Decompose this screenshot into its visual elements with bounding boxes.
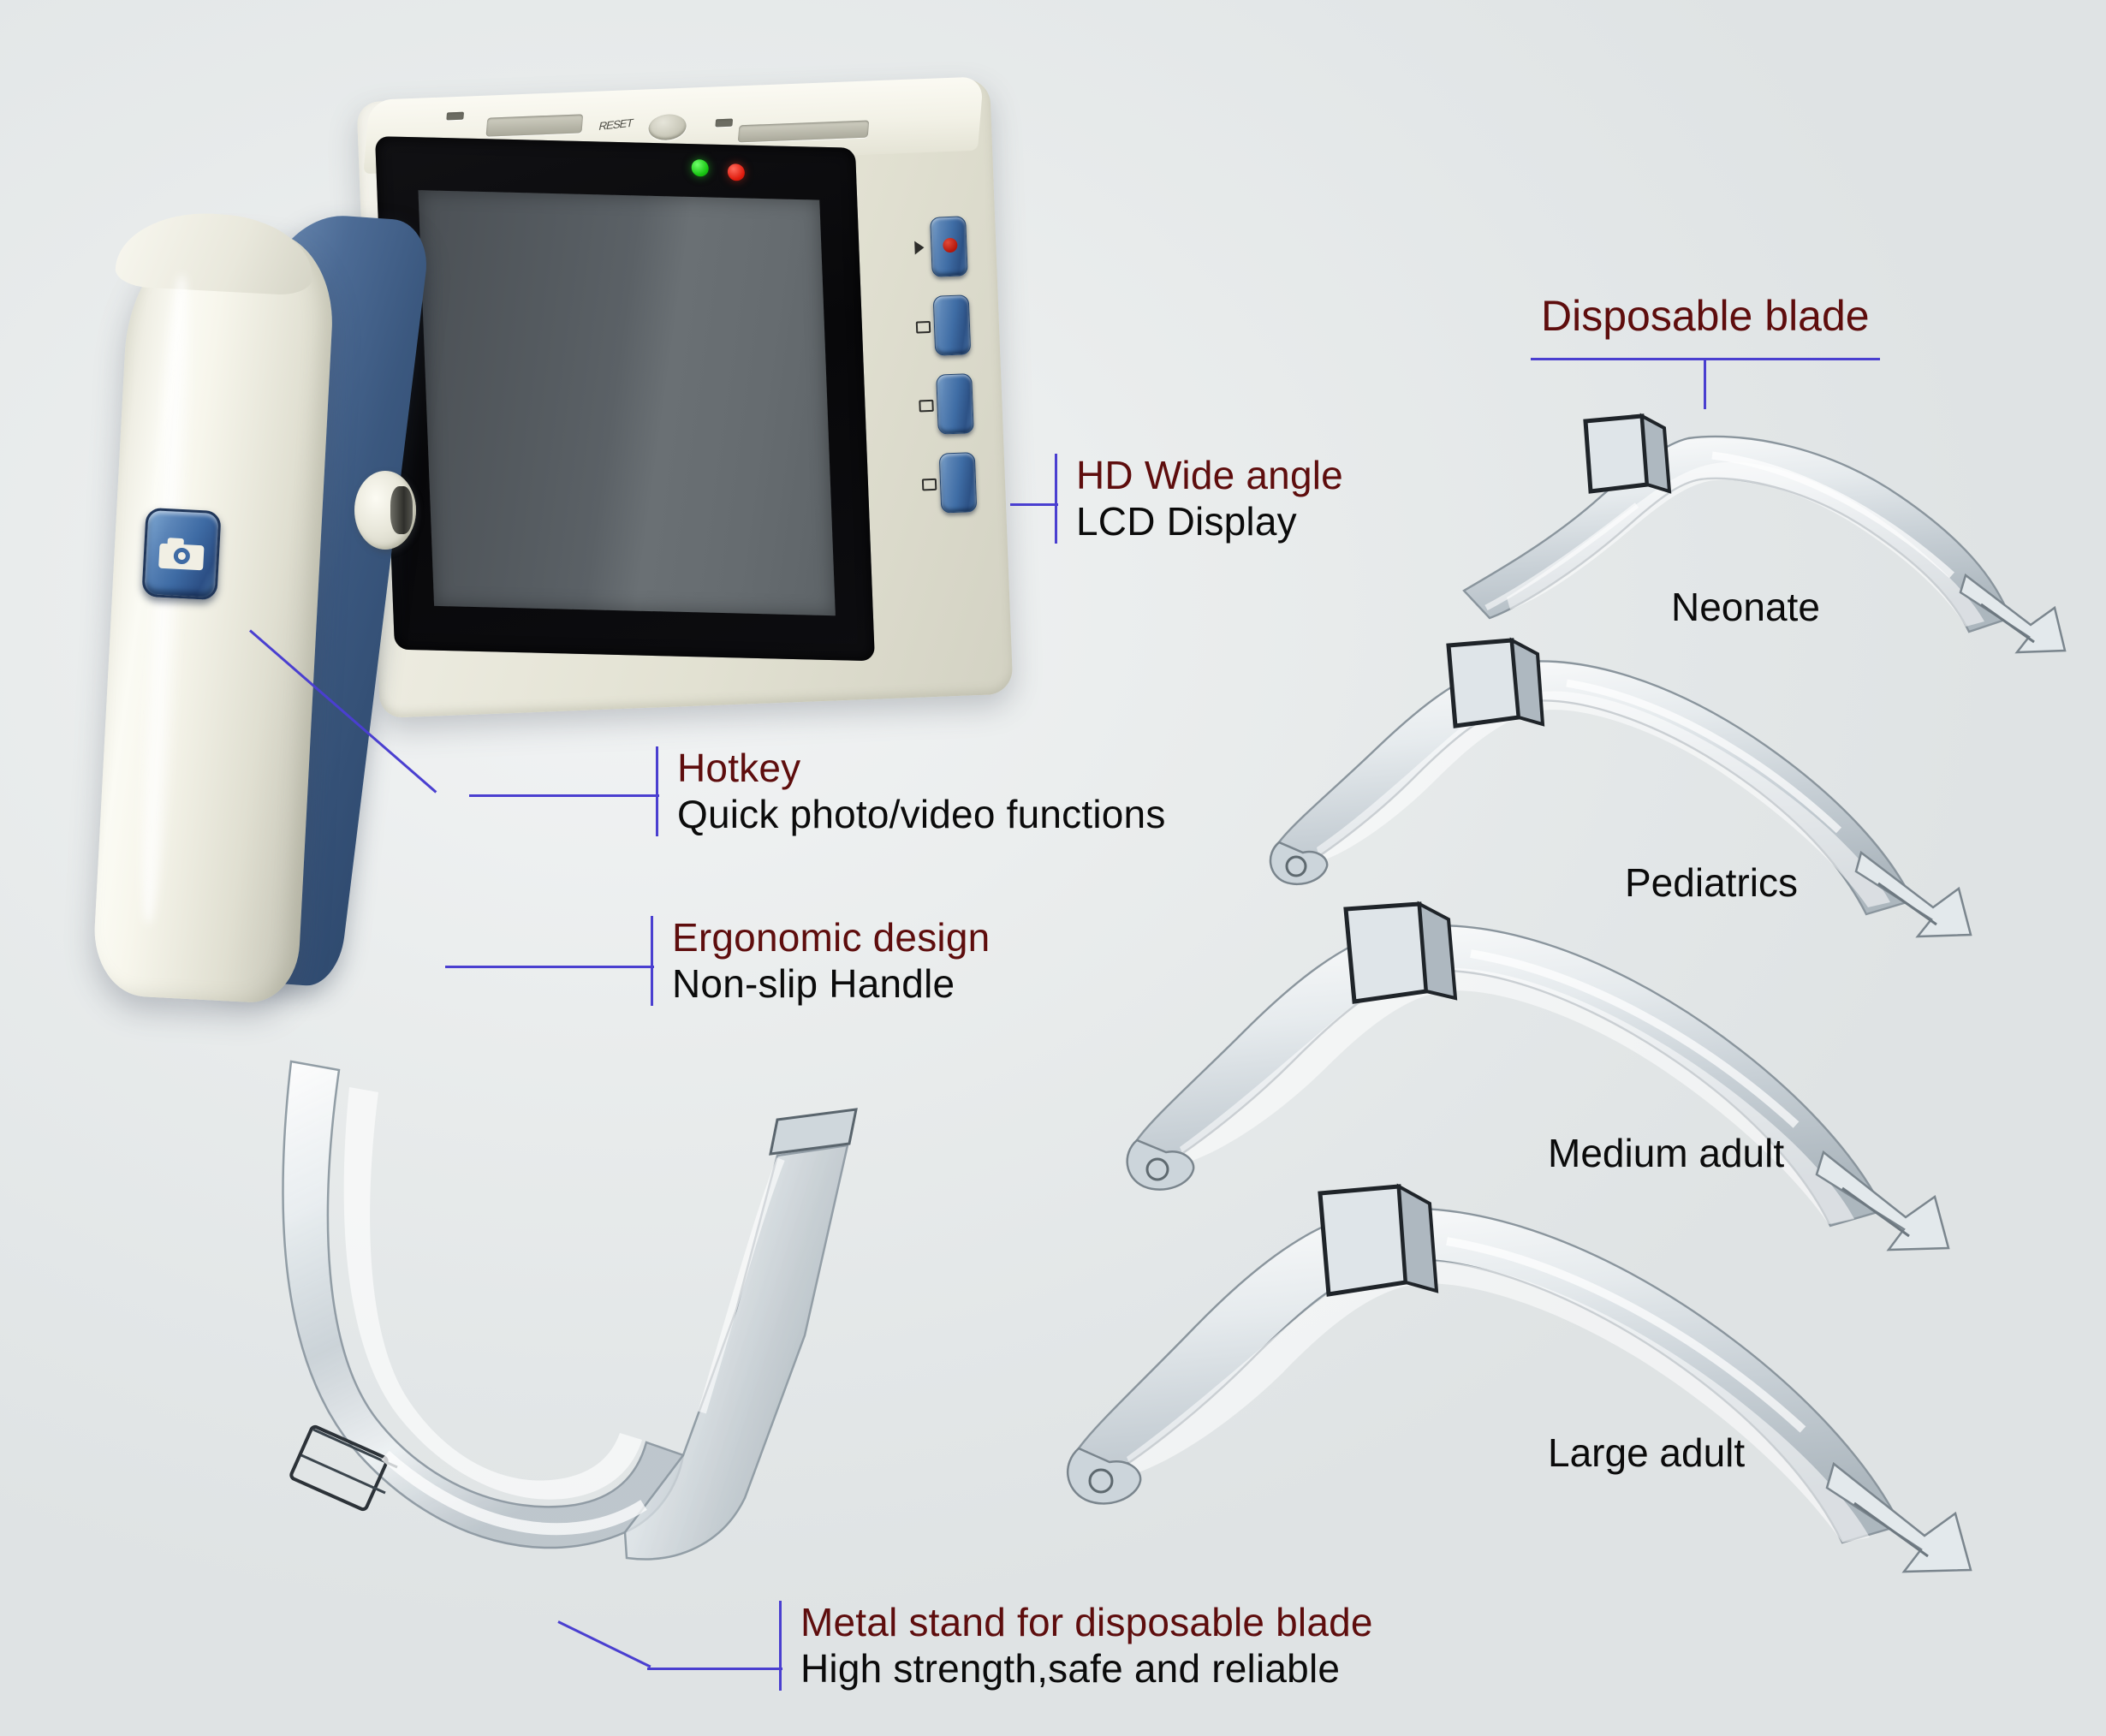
disposable-blade-heading: Disposable blade (1531, 291, 1880, 409)
leader-line-hotkey-h (469, 794, 659, 797)
screen-bezel (374, 136, 875, 662)
blade-section-title: Disposable blade (1541, 292, 1870, 340)
blade-channel (1318, 1184, 1408, 1297)
playback-icon (915, 320, 931, 334)
lcd-screen[interactable] (418, 190, 836, 616)
micro-usb-port (446, 111, 465, 121)
metal-stand-channel (289, 1424, 389, 1512)
callout-subtitle: LCD Display (1076, 499, 1297, 544)
callout-title: Hotkey (677, 746, 801, 790)
callout-bar (651, 916, 653, 1006)
blade-highlight (1127, 1261, 1870, 1543)
blade-highlight (1180, 968, 1854, 1224)
gallery-button[interactable] (921, 452, 978, 514)
callout-bar (779, 1601, 782, 1691)
monitor-assembly: RESET (356, 76, 1014, 718)
blade-channel (1446, 638, 1521, 728)
blade-heel (1067, 1447, 1142, 1505)
blade-medium-adult (1121, 899, 1995, 1258)
blade-inner-highlight (343, 1087, 642, 1500)
leader-line-ergonomic (445, 966, 654, 968)
reset-label: RESET (598, 116, 634, 134)
photo-button[interactable] (919, 373, 974, 435)
camera-icon (919, 399, 934, 413)
vent-slot (737, 120, 870, 143)
blade-neonate (1455, 394, 2106, 668)
hotkey-button[interactable] (141, 507, 222, 601)
callout-hd-display: HD Wide angle LCD Display (1055, 452, 1343, 545)
blade-label-large-adult: Large adult (1548, 1430, 1746, 1475)
blade-connector (1825, 1461, 1972, 1573)
blade-channel (1343, 901, 1429, 1004)
heading-stem (1704, 358, 1706, 409)
attached-disposable-blade (257, 1053, 1010, 1652)
callout-subtitle: Non-slip Handle (672, 961, 955, 1007)
callout-metal-stand: Metal stand for disposable blade High st… (779, 1599, 1373, 1692)
leader-line-hd (1010, 503, 1058, 506)
play-triangle-icon (914, 241, 925, 255)
camera-icon (158, 538, 205, 571)
handle-assembly (91, 209, 432, 1010)
power-led-green (691, 159, 710, 177)
blade-label-neonate: Neonate (1671, 585, 1820, 629)
blade-channel (1583, 413, 1650, 494)
callout-subtitle: High strength,safe and reliable (800, 1646, 1341, 1691)
record-icon (943, 237, 958, 253)
callout-title: Ergonomic design (672, 915, 991, 960)
blade-heel (1126, 1139, 1195, 1191)
side-button-rail (914, 216, 988, 526)
blade-connector (1959, 573, 2067, 654)
blade-highlight (1507, 461, 1984, 627)
hdmi-port (485, 114, 584, 137)
callout-bar (656, 746, 658, 836)
blade-body (1077, 1207, 1902, 1544)
folder-icon (921, 478, 937, 491)
blade-highlight (1317, 691, 1890, 907)
blade-connector (1854, 850, 1972, 938)
power-button[interactable] (647, 113, 687, 141)
blade-connector (1815, 1150, 1950, 1251)
sd-card-slot (715, 118, 734, 128)
handle-top-cap (114, 209, 316, 296)
blade-pediatrics (1267, 633, 2020, 942)
blade-label-pediatrics: Pediatrics (1625, 860, 1798, 905)
leader-line-metal-h (647, 1668, 782, 1670)
handle-grip (91, 224, 337, 1005)
blade-flange (623, 1144, 849, 1561)
record-button[interactable] (914, 216, 968, 277)
callout-ergonomic: Ergonomic design Non-slip Handle (651, 914, 990, 1008)
callout-title: HD Wide angle (1076, 453, 1343, 497)
callout-hotkey: Hotkey Quick photo/video functions (656, 745, 1166, 838)
callout-bar (1055, 454, 1057, 544)
blade-large-adult (1062, 1181, 2020, 1584)
blade-label-medium-adult: Medium adult (1548, 1131, 1785, 1175)
callout-subtitle: Quick photo/video functions (677, 792, 1166, 837)
blade-heel (1269, 841, 1329, 886)
callout-title: Metal stand for disposable blade (800, 1600, 1373, 1644)
playback-button[interactable] (915, 294, 972, 356)
blade-rim (769, 1108, 858, 1156)
hinge-core (390, 486, 413, 534)
record-led-red (727, 163, 746, 181)
